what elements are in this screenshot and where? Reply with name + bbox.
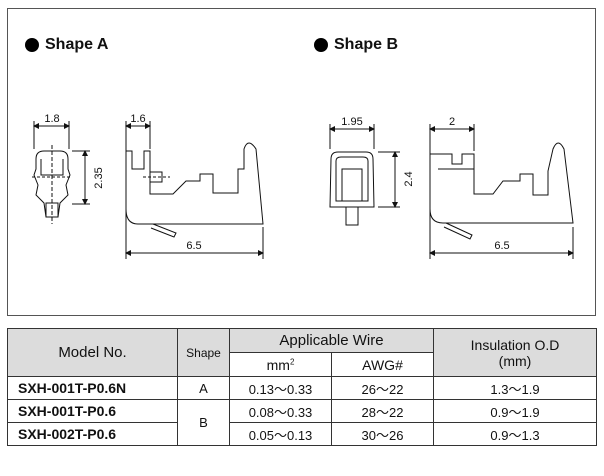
shape-a-heading: Shape A [25,36,108,54]
cell-insulation: 0.9〜1.9 [433,399,597,423]
cell-mm2: 0.08〜0.33 [229,399,332,423]
cell-awg: 28〜22 [331,399,434,423]
table-row: SXH-002T-P0.6 0.05〜0.13 30〜26 0.9〜1.3 [7,422,597,446]
cell-model: SXH-001T-P0.6N [7,376,178,400]
cell-mm2: 0.05〜0.13 [229,422,332,446]
cell-insulation: 0.9〜1.3 [433,422,597,446]
table-row: SXH-001T-P0.6N A 0.13〜0.33 26〜22 1.3〜1.9 [7,376,597,400]
shape-a-label: Shape A [45,36,109,53]
dim-b-length: 6.5 [494,240,509,252]
cell-mm2: 0.13〜0.33 [229,376,332,400]
cell-shape: A [177,376,230,400]
header-mm2-sup: 2 [289,356,295,366]
dim-a-front-width: 1.8 [44,113,59,125]
dim-a-front-height: 2.35 [93,167,105,188]
shape-b-label: Shape B [334,36,399,53]
dim-a-side-tab: 1.6 [130,113,145,125]
table-row: SXH-001T-P0.6 B 0.08〜0.33 28〜22 0.9〜1.9 [7,399,597,446]
dim-b-front-width: 1.95 [341,116,362,128]
header-awg: AWG# [331,352,434,377]
header-insulation-line2: (mm) [498,352,532,369]
spec-table: Model No. Shape Applicable Wire Insulati… [7,328,597,446]
shape-a-side-view [125,121,264,259]
header-insulation-line1: Insulation O.D [470,336,560,353]
bullet-icon [25,38,39,52]
cell-awg: 26〜22 [331,376,434,400]
header-model: Model No. [7,328,178,377]
shape-b-heading: Shape B [314,36,398,54]
drawing-panel: Shape A Shape B [7,8,596,316]
cell-awg: 30〜26 [331,422,434,446]
dim-b-front-height: 2.4 [403,171,415,186]
header-applicable-wire: Applicable Wire [229,328,434,353]
shape-b-front-view [329,124,400,226]
header-shape: Shape [177,328,230,377]
shape-a-front-view [32,121,90,224]
cell-shape: B [177,399,230,446]
header-insulation: Insulation O.D (mm) [433,328,597,377]
bullet-icon [314,38,328,52]
cell-insulation: 1.3〜1.9 [433,376,597,400]
header-mm2: mm2 [229,352,332,377]
shape-b-side-view [429,124,574,259]
dim-a-length: 6.5 [186,240,201,252]
cell-model: SXH-002T-P0.6 [7,422,178,446]
header-row: Model No. Shape Applicable Wire Insulati… [7,328,597,377]
terminal-drawings: 1.8 2.35 1.6 6.5 1.95 2.4 2 6.5 [32,113,574,259]
dim-b-side-tab: 2 [449,116,455,128]
header-mm2-base: mm [266,356,290,373]
cell-model: SXH-001T-P0.6 [7,399,178,423]
